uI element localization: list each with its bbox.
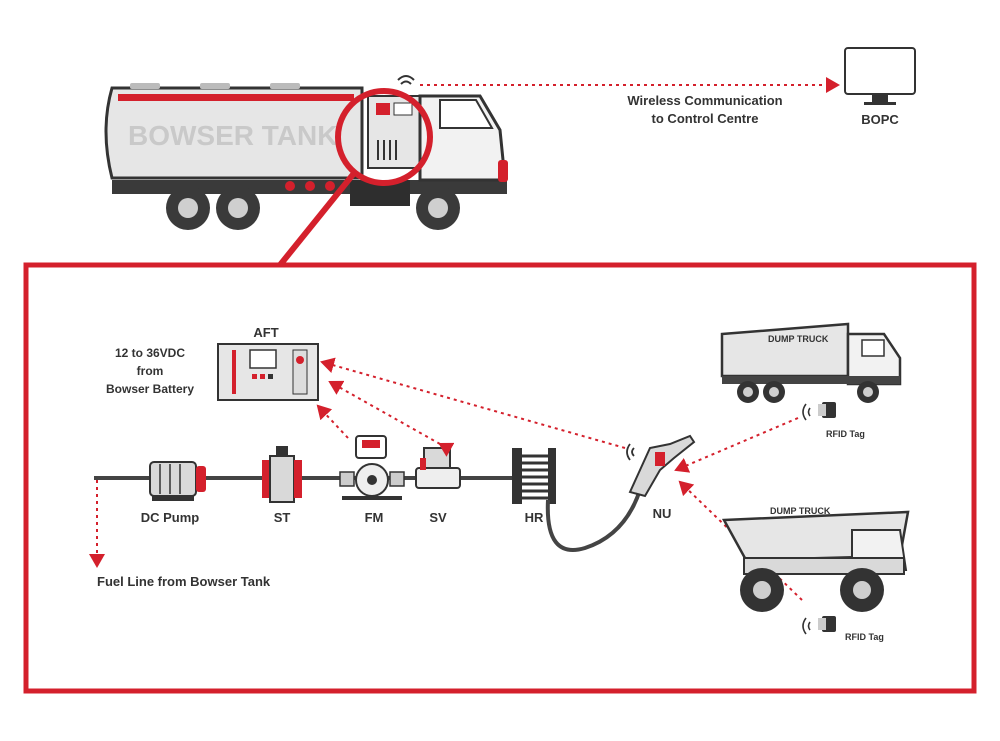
bopc-label: BOPC: [861, 112, 899, 127]
wireless-label-line2: to Control Centre: [652, 111, 759, 126]
nozzle-icon: [628, 434, 696, 498]
dc-pump-label: DC Pump: [141, 510, 200, 525]
hose-reel-icon: [512, 448, 556, 504]
flow-meter-icon: [339, 435, 405, 500]
rfid-tag-2-label: RFID Tag: [845, 632, 884, 642]
hr-label: HR: [525, 510, 544, 525]
rfid-tag-icon-1: [802, 402, 836, 421]
st-label: ST: [274, 510, 291, 525]
truck-1-label: DUMP TRUCK: [768, 334, 829, 344]
power-label-line1: 12 to 36VDC: [115, 346, 185, 360]
rfid-tag-1-label: RFID Tag: [826, 429, 865, 439]
wifi-icon: [397, 75, 415, 85]
truck-2-label: DUMP TRUCK: [770, 506, 831, 516]
monitor-icon: [844, 47, 916, 105]
zoom-connector: [277, 170, 358, 267]
fuel-line-label: Fuel Line from Bowser Tank: [97, 574, 271, 589]
zoom-circle: [335, 88, 433, 186]
sv-label: SV: [429, 510, 447, 525]
dump-truck-1: [720, 322, 902, 403]
aft-unit: [217, 343, 319, 401]
nu-label: NU: [653, 506, 672, 521]
power-label-line3: Bowser Battery: [106, 382, 194, 396]
dc-pump-icon: [149, 461, 206, 501]
solenoid-valve-icon: [415, 447, 461, 489]
hose: [545, 489, 642, 552]
rfid-tag-icon-2: [802, 616, 836, 635]
nozzle-wifi-icon: [626, 443, 635, 461]
bowser-tank-label: BOWSER TANK: [128, 120, 337, 151]
strainer-icon: [262, 446, 302, 503]
dump-truck-2: [721, 510, 910, 612]
bowser-tank-truck: BOWSER TANK: [104, 75, 508, 230]
fm-label: FM: [365, 510, 384, 525]
detail-frame: [23, 262, 977, 694]
wireless-label-line1: Wireless Communication: [627, 93, 782, 108]
aft-label: AFT: [253, 325, 278, 340]
power-label-line2: from: [137, 364, 164, 378]
